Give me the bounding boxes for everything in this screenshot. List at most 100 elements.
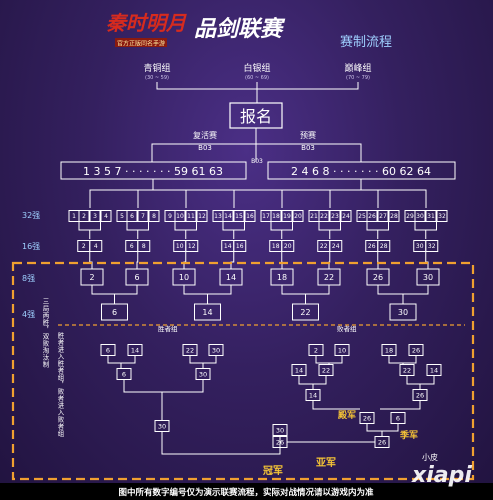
round32-slot-box bbox=[244, 210, 256, 222]
round32-slot: 20 bbox=[294, 213, 302, 220]
round32-slot: 27 bbox=[379, 213, 387, 220]
place-champion: 冠军 bbox=[263, 465, 283, 477]
round16-slot-box bbox=[329, 240, 343, 252]
round16-slot: 30 bbox=[416, 243, 424, 250]
winners-r2-slot: 6 bbox=[122, 370, 126, 378]
round32-slot-box bbox=[126, 210, 138, 222]
round-label-16: 16强 bbox=[22, 242, 40, 251]
round32-slot: 15 bbox=[235, 213, 243, 220]
losers-r2-slot: 14 bbox=[430, 366, 438, 374]
connector-line bbox=[123, 380, 204, 393]
losers-r2-slot-box bbox=[426, 364, 442, 376]
round32-slot: 28 bbox=[390, 213, 398, 220]
connector-line bbox=[298, 376, 327, 385]
connector-line bbox=[380, 401, 421, 410]
round32-slot: 25 bbox=[358, 213, 366, 220]
round32-slot: 22 bbox=[320, 213, 328, 220]
branch-right-format: B03 bbox=[301, 144, 315, 152]
round16-slot: 20 bbox=[284, 243, 292, 250]
round4-slot-box bbox=[292, 303, 319, 321]
round32-slot-box bbox=[196, 210, 208, 222]
round32-slot: 18 bbox=[272, 213, 280, 220]
round32-slot: 10 bbox=[176, 213, 184, 220]
side-note-groups: 胜者进入胜者组，败者进入败者组 bbox=[56, 331, 64, 437]
round32-slot-box bbox=[388, 210, 400, 222]
round32-slot-box bbox=[366, 210, 378, 222]
connector-line bbox=[406, 376, 435, 385]
round32-slot-box bbox=[148, 210, 160, 222]
losers-r1-slot: 2 bbox=[314, 346, 318, 354]
group-range: (70 ~ 79) bbox=[346, 75, 370, 81]
connector-line bbox=[377, 285, 429, 295]
group-name: 白银组 bbox=[243, 62, 270, 74]
logo: 秦时明月 官方正版同名手游 bbox=[106, 11, 187, 48]
logo-subtitle: 官方正版同名手游 bbox=[117, 40, 165, 48]
connector-line bbox=[281, 285, 330, 295]
round32-slot-box bbox=[270, 210, 282, 222]
round-label-32: 32强 bbox=[22, 211, 40, 220]
round4-slot: 6 bbox=[112, 308, 117, 317]
group-list: 青铜组 (30 ~ 59) 白银组 (60 ~ 69) 巅峰组 (70 ~ 79… bbox=[143, 62, 371, 81]
round32-slot-box bbox=[137, 210, 149, 222]
round32-slot: 3 bbox=[93, 213, 97, 220]
connector-line bbox=[315, 356, 343, 364]
connector-line bbox=[126, 222, 149, 231]
round16-slot: 32 bbox=[428, 243, 436, 250]
grand-final-slot-box bbox=[272, 436, 288, 448]
round16-slot: 2 bbox=[82, 243, 86, 250]
round32-slot-box bbox=[281, 210, 293, 222]
losers-r2-slot-box bbox=[291, 364, 307, 376]
round8-slot: 6 bbox=[134, 273, 139, 282]
winners-r1-slot: 30 bbox=[212, 346, 220, 354]
round16-slot-box bbox=[185, 240, 199, 252]
round32-slot-box bbox=[292, 210, 304, 222]
round16-slot-box bbox=[89, 240, 103, 252]
losers-r2-slot-box bbox=[399, 364, 415, 376]
place-third: 殿军 bbox=[337, 410, 356, 421]
footer-bar bbox=[0, 483, 493, 500]
winners-bracket-label: 胜者组 bbox=[158, 324, 178, 333]
losers-r2-slot: 22 bbox=[403, 366, 411, 374]
losers-r1-slot: 26 bbox=[412, 346, 420, 354]
losers-r2-slot: 14 bbox=[295, 366, 303, 374]
round4-slot: 22 bbox=[300, 308, 310, 317]
page-title: 品剑联赛 bbox=[194, 16, 286, 42]
round32-slot-box bbox=[436, 210, 448, 222]
page-subtitle: 赛制流程 bbox=[340, 34, 392, 50]
connector-line bbox=[174, 222, 197, 231]
round32-slot: 2 bbox=[82, 213, 86, 220]
round32-slot: 13 bbox=[214, 213, 222, 220]
connector-line bbox=[183, 252, 187, 269]
losers-r4-slot-box bbox=[390, 412, 406, 424]
round32-slot: 4 bbox=[104, 213, 108, 220]
group-connectors bbox=[156, 82, 359, 103]
round32-slot-box bbox=[329, 210, 341, 222]
winners-r1-slot: 6 bbox=[106, 346, 110, 354]
registration-label: 报名 bbox=[240, 107, 272, 126]
place-runner-up: 亚军 bbox=[316, 457, 336, 469]
losers-r4-slot-box bbox=[359, 412, 375, 424]
round32-slot: 7 bbox=[141, 213, 145, 220]
center-format: B03 bbox=[251, 158, 263, 165]
losers-r1-slot-box bbox=[408, 344, 424, 356]
connector-line bbox=[230, 252, 235, 269]
round32-slot: 31 bbox=[427, 213, 435, 220]
round32-slot-box bbox=[340, 210, 352, 222]
round32-slot-box bbox=[425, 210, 437, 222]
round8-slot: 14 bbox=[226, 273, 236, 282]
losers-r1-slot-box bbox=[381, 344, 397, 356]
round-label-4: 4强 bbox=[22, 310, 35, 319]
grand-final-slot: 30 bbox=[276, 426, 284, 434]
winners-r1-slot-box bbox=[182, 344, 198, 356]
double-elimination-region bbox=[11, 261, 475, 481]
connector-line bbox=[222, 222, 245, 231]
round32-slot: 24 bbox=[342, 213, 350, 220]
round8-slot: 10 bbox=[179, 273, 189, 282]
branch-left-format: B03 bbox=[198, 144, 212, 152]
round32-slot: 6 bbox=[130, 213, 134, 220]
round16-slot: 26 bbox=[368, 243, 376, 250]
round32-slot: 12 bbox=[198, 213, 206, 220]
round32-slot: 1 bbox=[72, 213, 76, 220]
round32-slot: 30 bbox=[416, 213, 424, 220]
